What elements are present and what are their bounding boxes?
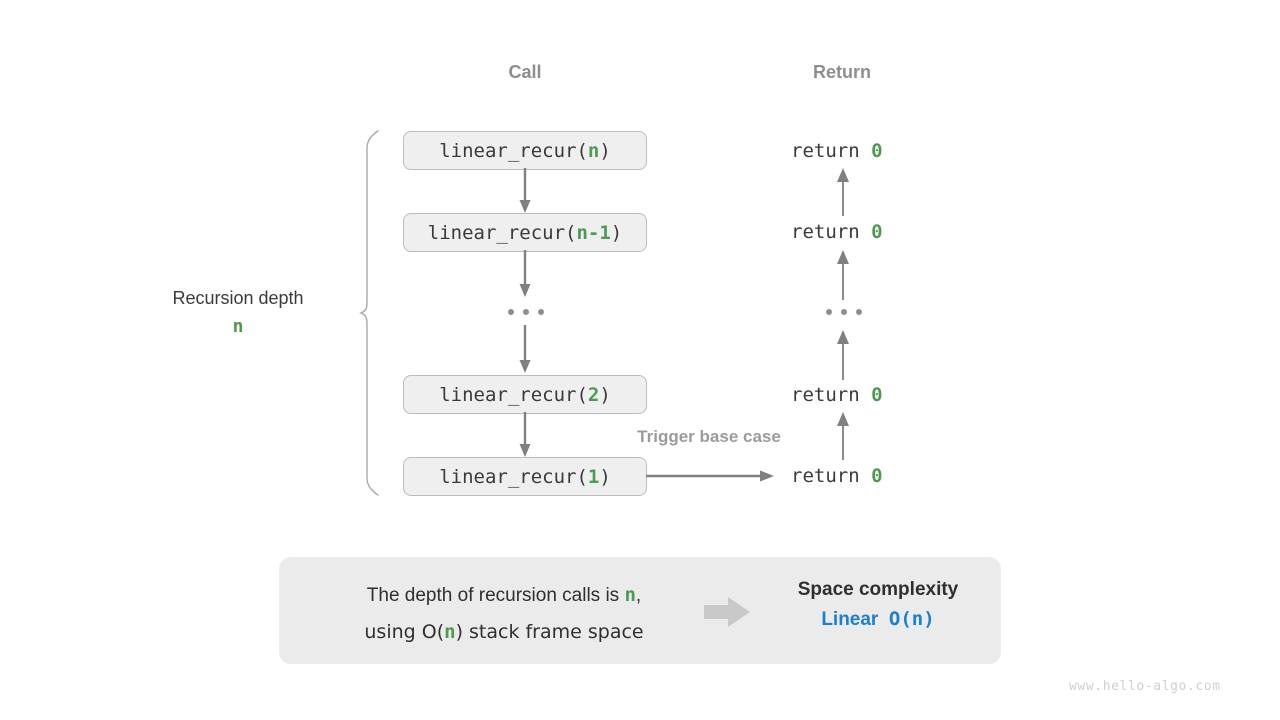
call-frame-name: linear_recur( (439, 139, 588, 162)
return-value: 0 (871, 384, 883, 406)
summary-line2-pre: using O( (364, 621, 445, 644)
call-arrow-down (519, 325, 531, 373)
return-keyword: return (791, 384, 860, 406)
call-frame-arg: n-1 (576, 221, 611, 244)
summary-verdict: Linear O(n) (769, 608, 987, 631)
call-frame-arg: 1 (587, 465, 600, 488)
ellipsis-dot (841, 309, 847, 315)
call-arrow-down (519, 168, 531, 213)
return-value: 0 (871, 465, 883, 487)
summary-panel: The depth of recursion calls is n, using… (279, 557, 1001, 664)
summary-explanation: The depth of recursion calls is n, using… (294, 577, 714, 651)
ellipsis-dot (523, 309, 529, 315)
implication-arrow-icon (704, 597, 750, 627)
return-column-header: Return (813, 62, 871, 82)
return-value: 0 (871, 221, 883, 243)
recursion-depth-brace (359, 130, 379, 496)
call-frame-box[interactable]: linear_recur(n) (403, 131, 647, 170)
return-statement: return 0 (791, 140, 883, 162)
recursion-depth-annotation: Recursion depth n (140, 285, 336, 341)
recursion-depth-label: Recursion depth (172, 288, 304, 308)
summary-line1-post: , (635, 585, 642, 606)
call-arrow-down (519, 412, 531, 457)
call-arrow-down (519, 250, 531, 297)
return-value: 0 (871, 140, 883, 162)
summary-verdict-word: Linear (821, 609, 879, 630)
ellipsis-dot (538, 309, 544, 315)
call-frame-arg: 2 (587, 383, 600, 406)
return-arrow-up (837, 168, 849, 216)
call-frame-box[interactable]: linear_recur(2) (403, 375, 647, 414)
trigger-base-case-label: Trigger base case (637, 427, 781, 446)
summary-line2-post: ) stack frame space (455, 621, 644, 644)
return-statement: return 0 (791, 221, 883, 243)
watermark: www.hello-algo.com (1069, 679, 1221, 694)
return-keyword: return (791, 465, 860, 487)
summary-line-1: The depth of recursion calls is n, (294, 577, 714, 614)
return-ellipsis (826, 309, 862, 315)
base-case-arrow-right (646, 470, 774, 482)
call-frame-close: ) (599, 139, 611, 162)
return-statement: return 0 (791, 384, 883, 406)
ellipsis-dot (856, 309, 862, 315)
return-statement: return 0 (791, 465, 883, 487)
return-arrow-up (837, 250, 849, 300)
call-column-header: Call (508, 62, 542, 82)
call-frame-close: ) (610, 221, 623, 244)
summary-line1-pre: The depth of recursion calls is (366, 585, 625, 606)
summary-conclusion: Space complexity Linear O(n) (769, 579, 987, 631)
recursion-depth-value: n (232, 315, 244, 337)
ellipsis-dot (508, 309, 514, 315)
summary-line2-var: n (444, 621, 456, 644)
summary-line1-var: n (624, 584, 636, 606)
call-ellipsis (508, 309, 544, 315)
call-frame-arg: n (587, 139, 600, 162)
call-frame-name: linear_recur( (427, 221, 577, 244)
summary-line-2: using O(n) stack frame space (294, 614, 714, 651)
call-frame-name: linear_recur( (439, 465, 588, 488)
return-arrow-up (837, 330, 849, 380)
summary-verdict-bigo: O(n) (888, 608, 935, 630)
return-keyword: return (791, 221, 860, 243)
call-frame-box[interactable]: linear_recur(1) (403, 457, 647, 496)
return-arrow-up (837, 412, 849, 460)
call-frame-box[interactable]: linear_recur(n-1) (403, 213, 647, 252)
return-keyword: return (791, 140, 860, 162)
summary-title: Space complexity (797, 579, 959, 600)
call-frame-close: ) (599, 465, 611, 488)
ellipsis-dot (826, 309, 832, 315)
call-frame-close: ) (599, 383, 611, 406)
call-frame-name: linear_recur( (439, 383, 588, 406)
